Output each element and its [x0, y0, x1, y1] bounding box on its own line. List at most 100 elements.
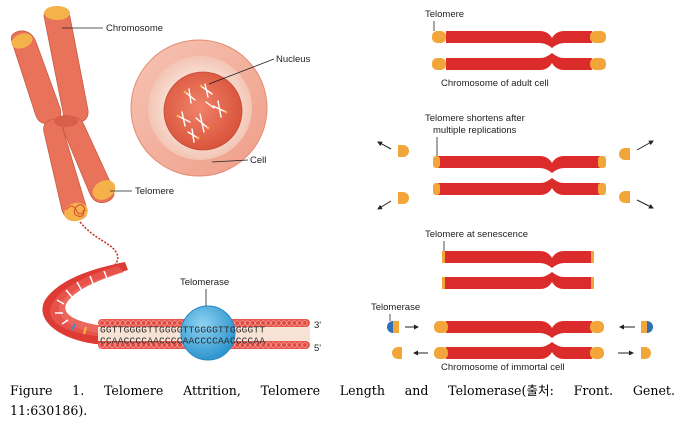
- senes-chromatid-bottom: [444, 272, 592, 289]
- short-telomere-bl: [433, 183, 440, 195]
- dna-bead: [297, 342, 303, 348]
- dna-bead: [99, 320, 105, 326]
- senes-telomere-br: [591, 277, 594, 289]
- telomere-right-label: Telomere: [425, 9, 464, 20]
- shortens-label-line1: Telomere shortens after: [425, 113, 525, 124]
- telomere-cap-top-right: [44, 6, 70, 20]
- dna-bead: [161, 320, 167, 326]
- dna-bead: [255, 342, 261, 348]
- senes-telomere-tl: [442, 251, 445, 263]
- dna-bead: [156, 342, 162, 348]
- dna-bead: [109, 320, 115, 326]
- immortal-chromatid-bottom: [446, 342, 592, 359]
- immortal-cell-label: Chromosome of immortal cell: [441, 362, 565, 370]
- chromosome-arm-upper-left: [10, 30, 62, 124]
- dna-bead: [265, 342, 272, 348]
- nucleus-chromosomes: [176, 83, 228, 143]
- five-prime-label: 5': [314, 343, 321, 354]
- dna-bead: [151, 342, 157, 348]
- dna-bead: [302, 342, 308, 348]
- dna-bead: [265, 320, 272, 326]
- immortal-telomere-bl: [434, 347, 448, 359]
- telomere-diagram: GGTTGGGGTTGGGGTTGGGGTTGGGGTT CCAACCCCAAC…: [10, 6, 654, 370]
- telomere-cap-top-left: [11, 33, 33, 49]
- telomerase-unit-tr: [641, 321, 653, 333]
- dna-bead: [151, 320, 157, 326]
- arrow-br: [636, 199, 654, 209]
- telomerase-unit-tl: [387, 321, 399, 333]
- short-telomere-tl: [433, 156, 440, 168]
- dna-ribbon: GGTTGGGGTTGGGGTTGGGGTTGGGGTT CCAACCCCAAC…: [42, 262, 321, 361]
- dna-bead: [286, 320, 292, 326]
- senescence-label: Telomere at senescence: [425, 229, 528, 240]
- dna-bead: [250, 320, 256, 326]
- fragment-tl: [398, 145, 409, 157]
- dna-bead: [104, 320, 110, 326]
- dna-bead: [135, 342, 141, 348]
- adult-chromatid-bottom: [446, 53, 592, 70]
- senes-telomere-bl: [442, 277, 445, 289]
- dna-bead: [234, 320, 240, 326]
- dna-sequence-bottom: CCAACCCCAACCCCAACCCCAACCCCAA: [100, 336, 265, 347]
- dna-bead: [114, 320, 121, 326]
- dna-bead: [141, 320, 147, 326]
- dna-bead: [245, 342, 251, 348]
- dna-coil: [65, 204, 86, 217]
- dna-bead: [245, 320, 251, 326]
- arrow-bl: [377, 200, 392, 210]
- ribbon-base-pairs-color: [71, 323, 87, 335]
- dna-bead: [146, 320, 152, 326]
- telomere-left-label: Telomere: [135, 186, 174, 197]
- senescence-chromosome: Telomere at senescence: [425, 229, 594, 289]
- dna-band-front: [50, 266, 124, 336]
- immortal-telomere-br: [590, 347, 604, 359]
- dna-bead: [291, 342, 298, 348]
- dna-bead: [146, 342, 152, 348]
- immortal-telomere-tr: [590, 321, 604, 333]
- telomerase-enzyme: [180, 305, 236, 361]
- left-annotations: Chromosome Nucleus Cell Telomere Telomer…: [62, 23, 311, 306]
- dna-bead: [177, 342, 183, 348]
- senes-telomere-tr: [591, 251, 594, 263]
- fragment-br: [619, 191, 630, 203]
- shortening-chromosome: Telomere shortens after multiple replica…: [377, 113, 654, 210]
- immortal-chromosome: Telomerase Chromosome of immortal cell: [371, 302, 653, 370]
- dna-bead: [120, 342, 126, 348]
- adult-chromatid-top: [446, 31, 592, 48]
- dna-bead: [104, 342, 110, 348]
- dna-bead: [99, 342, 105, 348]
- adult-cell-chromosome: Telomere Chromosome of adult cell: [425, 9, 606, 89]
- cell: [130, 39, 268, 177]
- dna-bead: [120, 320, 126, 326]
- fragment-immortal-br: [641, 347, 651, 359]
- dna-bead: [255, 320, 261, 326]
- dna-bead: [297, 320, 303, 326]
- dna-thread: [79, 221, 119, 277]
- fragment-immortal-bl: [392, 347, 402, 359]
- dna-bead: [276, 320, 282, 326]
- nucleus-leader: [208, 58, 275, 85]
- adult-telomere-bl: [432, 58, 446, 70]
- dna-bead: [250, 342, 256, 348]
- dna-bead: [281, 342, 287, 348]
- nucleus: [163, 71, 243, 151]
- immortal-chromatid-top: [446, 321, 592, 338]
- dna-bead: [161, 342, 167, 348]
- adult-telomere-br: [590, 58, 606, 70]
- dna-bead: [130, 320, 136, 326]
- telomere-cap-bottom-right: [92, 180, 116, 200]
- fragment-bl: [398, 192, 409, 204]
- short-chromatid-top: [438, 156, 600, 173]
- dna-bead: [109, 342, 115, 348]
- dna-bead: [141, 342, 147, 348]
- short-telomere-br: [598, 183, 606, 195]
- dna-bead: [260, 320, 266, 326]
- cell-label: Cell: [250, 155, 266, 166]
- dna-bead: [239, 320, 245, 326]
- adult-telomere-tl: [432, 31, 446, 43]
- adult-telomere-tr: [590, 31, 606, 43]
- dna-bead: [130, 342, 136, 348]
- arrow-tl: [377, 141, 392, 150]
- large-chromosome: [10, 6, 116, 222]
- dna-bead: [276, 342, 282, 348]
